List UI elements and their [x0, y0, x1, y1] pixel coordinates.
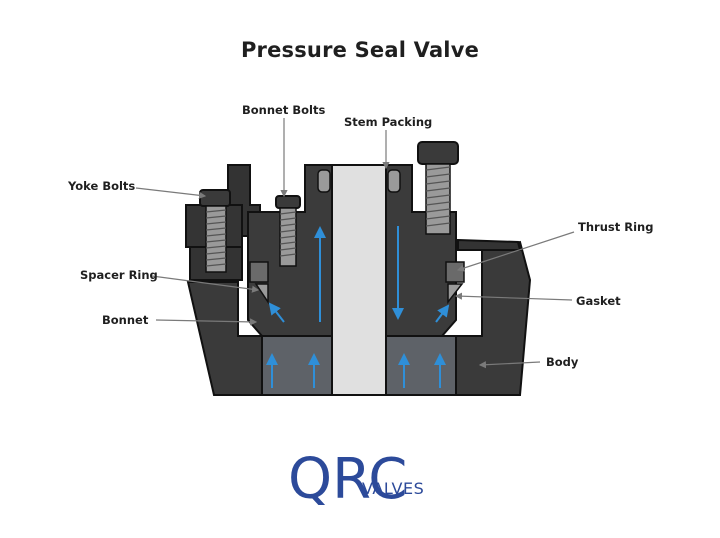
leader-gasket: [454, 292, 573, 301]
qrc-valves-logo: QRC VALVES: [288, 447, 424, 512]
leader-bonnet: [155, 318, 258, 326]
label-stem-packing: Stem Packing: [344, 115, 432, 129]
spacer-ring: [249, 261, 269, 283]
stem-packing-right: [387, 169, 401, 193]
label-bonnet-bolts: Bonnet Bolts: [242, 103, 325, 117]
valve-stem: [331, 164, 387, 396]
valve-body-shoulder: [457, 238, 522, 251]
thrust-ring: [445, 261, 465, 283]
lower-chamber-left: [261, 335, 333, 396]
logo-mark: QRC: [288, 447, 407, 512]
leader-body: [478, 361, 541, 369]
lower-chamber-right: [385, 335, 457, 396]
label-body: Body: [546, 355, 579, 369]
label-bonnet: Bonnet: [102, 313, 149, 327]
stem-packing-left: [317, 169, 331, 193]
bonnet-bolt: [275, 195, 301, 267]
label-yoke-bolts: Yoke Bolts: [67, 179, 135, 193]
stud-bolt-right: [417, 141, 459, 235]
logo-sub: VALVES: [362, 479, 424, 498]
label-gasket: Gasket: [576, 294, 621, 308]
page-title: Pressure Seal Valve: [240, 38, 480, 62]
leader-spacer-ring: [151, 275, 260, 293]
label-thrust-ring: Thrust Ring: [578, 220, 653, 234]
label-spacer-ring: Spacer Ring: [80, 268, 158, 282]
pressure-arrows: [266, 226, 450, 388]
leader-thrust-ring: [456, 231, 575, 272]
leader-yoke-bolts: [135, 187, 207, 199]
